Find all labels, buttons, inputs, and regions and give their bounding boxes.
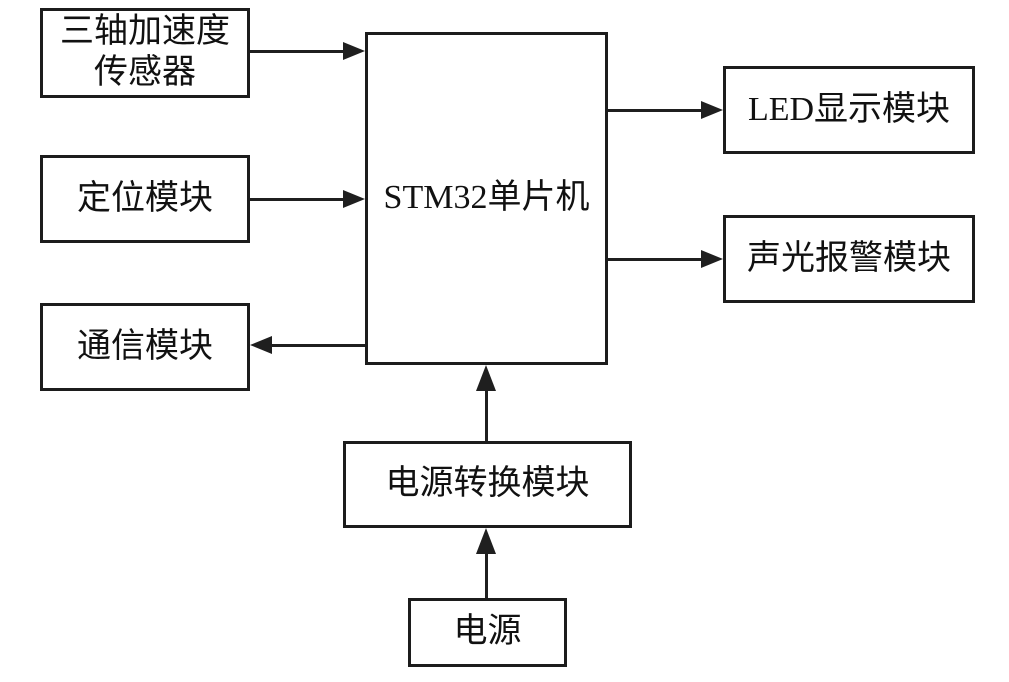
node-mcu: STM32单片机 [365, 32, 608, 365]
arrow-powerconv-to-mcu-head [476, 365, 496, 391]
node-power-conv: 电源转换模块 [343, 441, 632, 528]
arrow-power-to-powerconv-head [476, 528, 496, 554]
node-accel-sensor: 三轴加速度 传感器 [40, 8, 250, 98]
node-accel-sensor-label: 三轴加速度 传感器 [60, 13, 230, 91]
node-led-label: LED显示模块 [747, 90, 951, 128]
node-led: LED显示模块 [723, 66, 975, 154]
arrow-positioning-to-mcu-head [343, 190, 365, 208]
node-mcu-label: STM32单片机 [383, 179, 590, 217]
arrow-mcu-to-comm-line [270, 344, 365, 347]
arrow-mcu-to-comm-head [250, 336, 272, 354]
arrow-accel-to-mcu-head [343, 42, 365, 60]
arrow-power-to-powerconv-line [485, 551, 488, 598]
node-positioning: 定位模块 [40, 155, 250, 243]
arrow-mcu-to-alarm-line [608, 258, 703, 261]
node-comm: 通信模块 [40, 303, 250, 391]
node-comm-label: 通信模块 [77, 327, 213, 365]
node-power-label: 电源 [453, 613, 522, 651]
arrow-mcu-to-led-head [701, 101, 723, 119]
node-positioning-label: 定位模块 [77, 179, 213, 217]
node-alarm: 声光报警模块 [723, 215, 975, 303]
node-power: 电源 [408, 598, 567, 667]
node-alarm-label: 声光报警模块 [747, 239, 951, 277]
arrow-mcu-to-led-line [608, 109, 703, 112]
arrow-accel-to-mcu-line [250, 50, 345, 53]
arrow-powerconv-to-mcu-line [485, 388, 488, 441]
arrow-positioning-to-mcu-line [250, 198, 345, 201]
node-power-conv-label: 电源转换模块 [385, 465, 590, 503]
arrow-mcu-to-alarm-head [701, 250, 723, 268]
